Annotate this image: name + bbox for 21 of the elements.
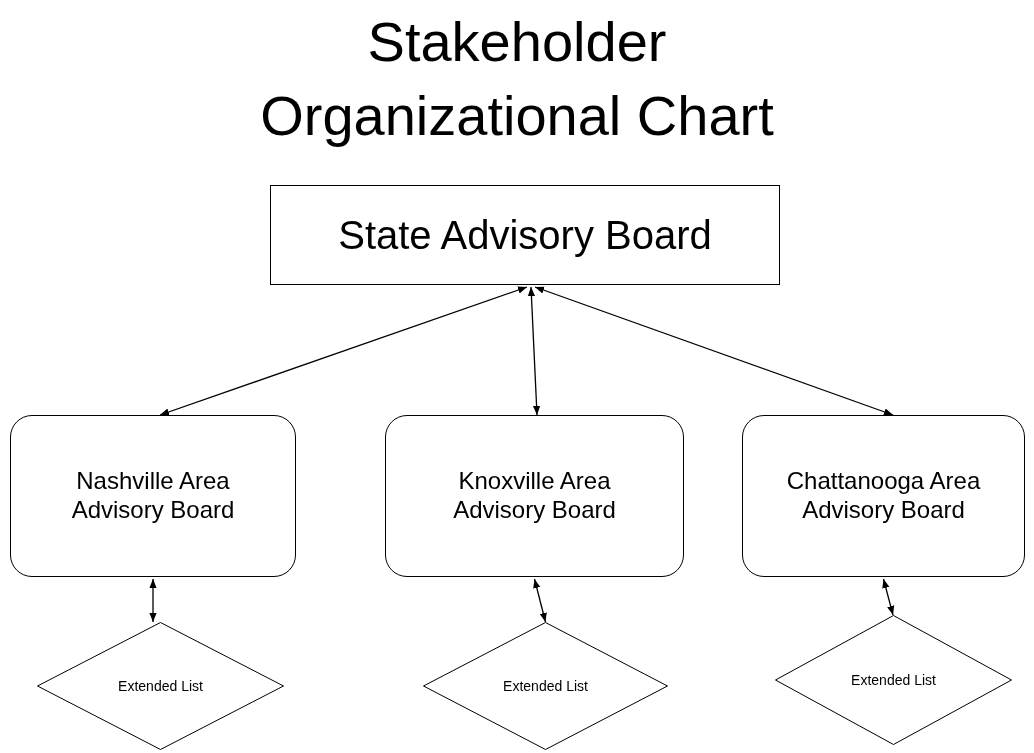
chart-title: Stakeholder Organizational Chart <box>259 9 775 149</box>
double-arrow <box>534 286 894 416</box>
node-label: Nashville Area Advisory Board <box>70 467 236 525</box>
double-arrow <box>527 286 541 416</box>
area-board-box <box>385 415 684 577</box>
double-arrow <box>159 286 528 416</box>
decision-diamond <box>37 622 284 750</box>
node-label: Knoxville Area Advisory Board <box>452 467 617 525</box>
node-label: State Advisory Board <box>338 212 712 259</box>
node-label: Chattanooga Area Advisory Board <box>785 467 982 525</box>
decision-diamond <box>775 615 1012 745</box>
double-arrow <box>149 578 157 623</box>
decision-diamond <box>423 622 668 750</box>
node-label: Extended List <box>503 677 588 695</box>
double-arrow <box>533 578 547 623</box>
double-arrow <box>882 578 895 616</box>
board-box <box>270 185 780 285</box>
node-label: Extended List <box>851 671 936 689</box>
node-label: Extended List <box>118 677 203 695</box>
area-board-box <box>742 415 1025 577</box>
area-board-box <box>10 415 296 577</box>
